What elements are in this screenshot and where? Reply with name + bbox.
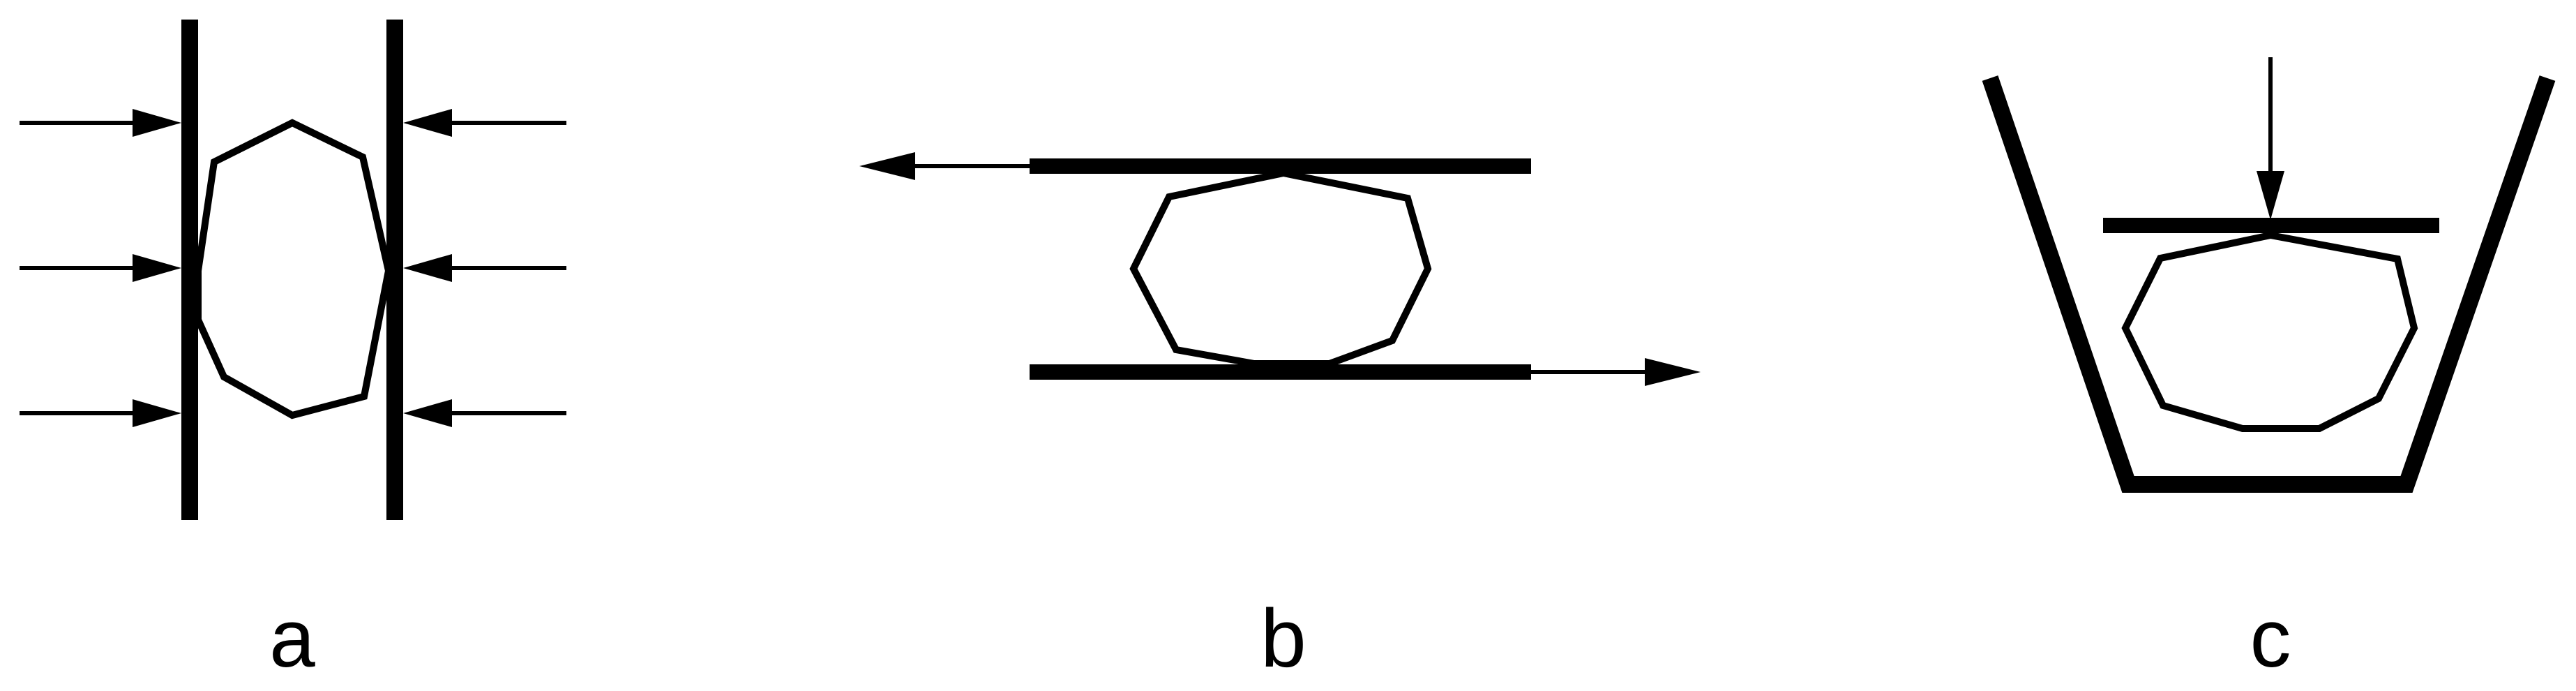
panel-a-arrowhead-left-bottom — [133, 399, 181, 427]
panel-b-particle — [1129, 169, 1432, 367]
panel-a-label: a — [269, 593, 315, 685]
panel-b-label: b — [1260, 593, 1306, 685]
panel-b-arrowhead-bottom — [1645, 358, 1701, 386]
panel-a-arrowhead-left-top — [133, 109, 181, 137]
panel-c-label: c — [2250, 593, 2291, 685]
panel-a: a — [20, 20, 566, 685]
panel-b-arrowhead-top — [859, 152, 915, 180]
panel-a-left-arrows — [20, 109, 181, 427]
panel-a-right-arrows — [403, 109, 566, 427]
panel-a-arrowhead-right-top — [403, 109, 452, 137]
panel-a-arrowhead-right-middle — [403, 254, 452, 282]
panel-a-particle — [195, 119, 393, 419]
panel-c-particle — [2121, 231, 2418, 432]
panel-c: c — [1982, 57, 2556, 685]
panel-b: b — [859, 152, 1701, 685]
panel-c-arrowhead-down — [2257, 171, 2284, 220]
panel-c-container — [1982, 75, 2556, 493]
panel-a-arrowhead-right-bottom — [403, 399, 452, 427]
panel-a-arrowhead-left-middle — [133, 254, 181, 282]
